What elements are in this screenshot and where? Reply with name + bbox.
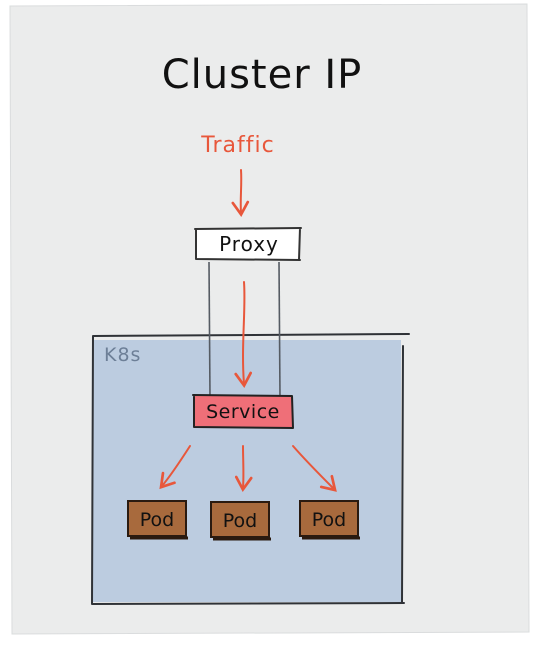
- service-box: Service: [192, 394, 294, 429]
- pod-left-label: Pod: [140, 509, 174, 531]
- pod-right: Pod: [299, 500, 360, 540]
- service-to-pod-left-arrow: [159, 445, 191, 490]
- pod-right-label: Pod: [312, 509, 346, 531]
- proxy-connector-left: [208, 261, 211, 399]
- pod-center: Pod: [210, 501, 271, 541]
- pod-center-label: Pod: [223, 510, 257, 532]
- proxy-connector-right: [278, 261, 281, 399]
- service-to-pod-right-arrow: [292, 445, 337, 492]
- traffic-to-proxy-arrow: [231, 169, 250, 218]
- diagram-title: Cluster IP: [162, 52, 363, 98]
- proxy-box: Proxy: [194, 227, 302, 261]
- traffic-label: Traffic: [200, 133, 274, 158]
- k8s-label: K8s: [104, 344, 141, 366]
- pod-left: Pod: [127, 500, 188, 540]
- proxy-to-service-arrow: [234, 281, 253, 389]
- k8s-cluster: K8s: [91, 333, 410, 605]
- service-label: Service: [206, 401, 280, 423]
- proxy-label: Proxy: [219, 232, 279, 256]
